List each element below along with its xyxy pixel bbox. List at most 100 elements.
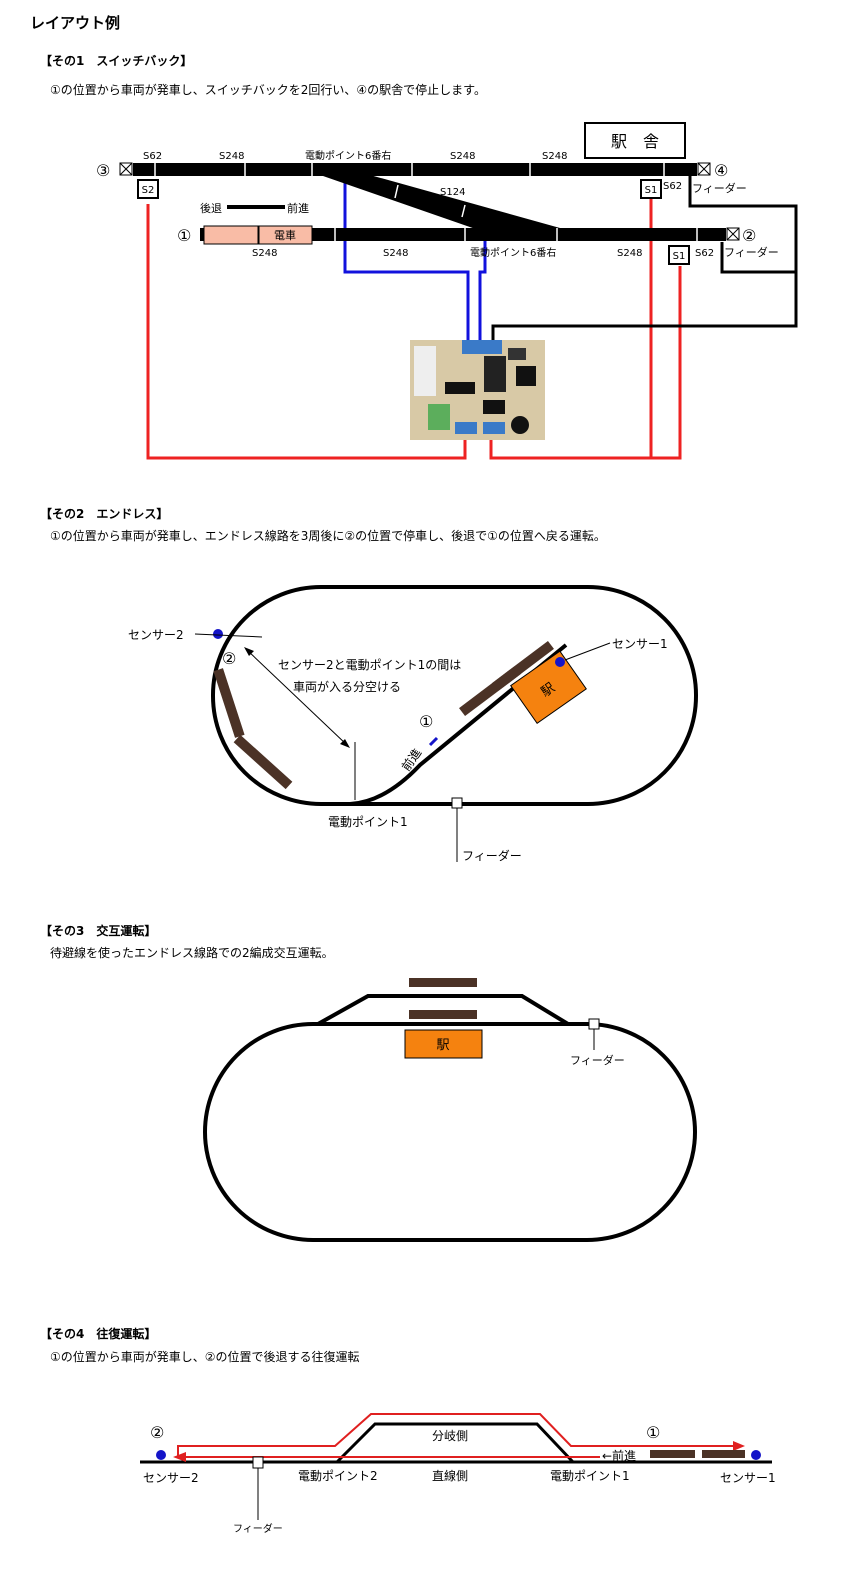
track-label: S62	[695, 248, 714, 259]
track-label: S62	[143, 151, 162, 162]
mark-1: ①	[177, 226, 191, 245]
straight-label: 直線側	[432, 1468, 468, 1483]
feeder-box	[252, 1456, 264, 1469]
point-label: 電動ポイント1	[328, 815, 408, 829]
section4-description: ①の位置から車両が発車し、②の位置で後退する往復運転	[50, 1350, 360, 1364]
point-label: 電動ポイント6番右	[470, 246, 556, 259]
feeder-wire	[491, 176, 798, 342]
section1-description: ①の位置から車両が発車し、スイッチバックを2回行い、④の駅舎で停止します。	[50, 83, 486, 97]
train-cars	[409, 978, 477, 1019]
sensor-s1: S1	[668, 245, 690, 265]
section1-heading: 【その1 スイッチバック】	[40, 54, 193, 68]
station-building	[584, 122, 686, 159]
station-label: 駅 舎	[611, 132, 659, 151]
svg-text:S2: S2	[142, 185, 155, 196]
station	[404, 1029, 483, 1059]
feeder-box	[451, 797, 463, 809]
train-label: 電車	[274, 228, 296, 242]
branch-track	[335, 1422, 575, 1464]
spacing-note: センサー2と電動ポイント1の間は	[278, 658, 461, 672]
feeder-wire	[720, 242, 796, 274]
diagonal-track	[300, 168, 560, 241]
forward-arrow-icon	[428, 736, 439, 747]
controller-board-image	[410, 340, 545, 440]
endless-diagram: 駅 センサー1 センサー2 ② ① センサー2と電動ポイント1の間は 車両が入る…	[128, 585, 698, 863]
arrow-right-icon	[733, 1441, 745, 1451]
section2-description: ①の位置から車両が発車し、エンドレス線路を3周後に②の位置で停車し、後退で①の位…	[50, 529, 606, 543]
route-line	[177, 1413, 735, 1456]
spacing-arrow	[246, 649, 348, 746]
forward-label: 前進	[398, 745, 424, 773]
arrow-left-icon	[173, 1452, 186, 1462]
branch-label: 分岐側	[432, 1429, 468, 1443]
svg-text:S1: S1	[645, 185, 658, 196]
station: 駅	[510, 650, 587, 724]
siding-track	[349, 643, 568, 806]
mark-1: ①	[646, 1423, 660, 1442]
track-label: S62	[663, 181, 682, 192]
sensor-2-dot	[156, 1450, 166, 1460]
track-label: S124	[440, 187, 465, 198]
svg-text:S1: S1	[673, 251, 686, 262]
track-label: S248	[542, 151, 567, 162]
mark-4: ④	[714, 161, 728, 180]
feeder-label: フィーダー	[233, 1522, 283, 1535]
shuttle-diagram: ② ① 分岐側 ←前進 センサー2 電動ポイント2 直線側 電動ポイント1 セン…	[140, 1413, 776, 1535]
station-label: 駅	[436, 1038, 449, 1053]
point-1-label: 電動ポイント1	[550, 1469, 630, 1483]
track-label: S248	[252, 248, 277, 259]
mark-3: ③	[96, 161, 110, 180]
oval-track	[211, 585, 698, 806]
passing-track	[317, 994, 570, 1026]
point-2-label: 電動ポイント2	[298, 1469, 378, 1483]
track-label: S248	[450, 151, 475, 162]
sensor-2-label: センサー2	[143, 1471, 199, 1485]
bottom-track	[200, 228, 726, 241]
sensor-s1: S1	[640, 179, 662, 199]
sensor-s2: S2	[137, 179, 159, 199]
sensor-1-label: センサー1	[720, 1471, 776, 1485]
track-label: S248	[383, 248, 408, 259]
feeder-label: フィーダー	[724, 245, 779, 259]
train-cars	[650, 1450, 745, 1458]
sensor-1-label: センサー1	[612, 637, 668, 651]
feeder-label: フィーダー	[462, 848, 522, 863]
section2-heading: 【その2 エンドレス】	[40, 507, 169, 521]
mark-2: ②	[222, 649, 236, 668]
back-label: 後退	[200, 201, 222, 215]
mark-2: ②	[150, 1423, 164, 1442]
sensor-wire	[489, 266, 682, 460]
bumper-icon	[119, 162, 740, 241]
train-car	[203, 225, 259, 245]
top-track	[133, 163, 697, 176]
forward-label: 前進	[287, 201, 309, 215]
mark-2: ②	[742, 226, 756, 245]
sensor-1-dot	[751, 1450, 761, 1460]
page-title: レイアウト例	[30, 14, 121, 32]
train-car	[258, 225, 313, 245]
point-wire	[478, 241, 487, 342]
forward-label: ←前進	[602, 1448, 636, 1463]
train-cars	[213, 640, 554, 790]
section3-heading: 【その3 交互運転】	[40, 924, 157, 938]
track-label: S248	[219, 151, 244, 162]
oval-track	[203, 1022, 697, 1242]
switchback-diagram: ③ ④ ① ② 駅 舎 S62 S248 電動ポイント6番右 S248 S248…	[96, 122, 798, 460]
feeder-label: フィーダー	[692, 181, 747, 195]
point-wire	[343, 180, 470, 342]
sensor-1-dot	[555, 657, 565, 667]
section3-description: 待避線を使ったエンドレス線路での2編成交互運転。	[50, 946, 334, 960]
sensor-2-dot	[213, 629, 223, 639]
point-label: 電動ポイント6番右	[305, 149, 391, 162]
track-label: S248	[617, 248, 642, 259]
feeder-box	[588, 1018, 600, 1030]
direction-bar	[227, 205, 285, 209]
section4-heading: 【その4 往復運転】	[40, 1327, 157, 1341]
spacing-note: 車両が入る分空ける	[293, 679, 401, 694]
sensor-2-label: センサー2	[128, 628, 184, 642]
feeder-label: フィーダー	[570, 1053, 625, 1067]
alternating-diagram: 駅 フィーダー	[203, 978, 697, 1242]
sensor-wire	[146, 204, 467, 460]
mark-1: ①	[419, 712, 433, 731]
